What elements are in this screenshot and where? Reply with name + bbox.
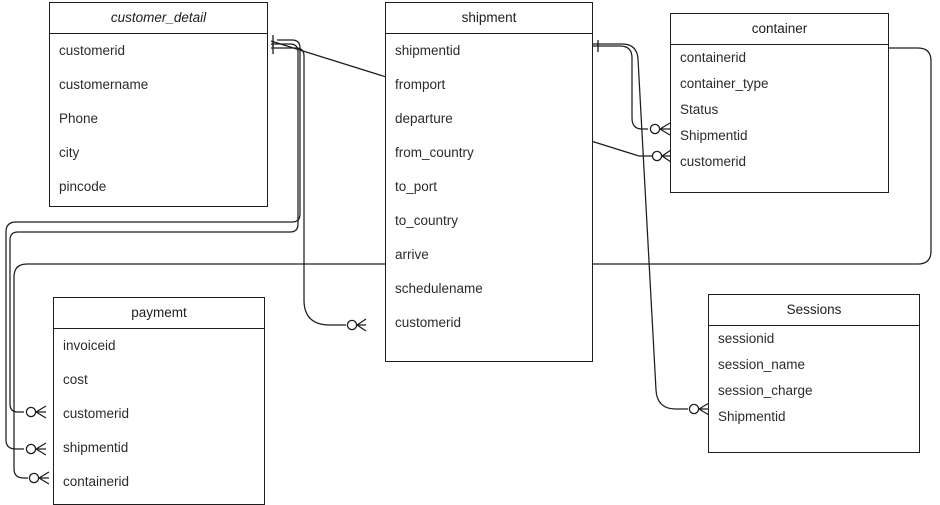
attribute-customer_detail-Phone[interactable]: Phone — [59, 111, 99, 127]
attribute-shipment-customerid[interactable]: customerid — [395, 315, 462, 331]
entity-Sessions[interactable]: Sessions sessionid session_name session_cha… — [708, 294, 920, 453]
attribute-shipment-shipmentid[interactable]: shipmentid — [395, 43, 461, 59]
attribute-customer_detail-customerid[interactable]: customerid — [59, 43, 126, 59]
entity-title-shipment: shipment — [386, 3, 592, 34]
entity-title-container: container — [671, 14, 888, 45]
attribute-shipment-to_port[interactable]: to_port — [395, 179, 438, 195]
attribute-container-customerid[interactable]: customerid — [680, 154, 747, 170]
attribute-shipment-departure[interactable]: departure — [395, 111, 453, 127]
attribute-customer_detail-pincode[interactable]: pincode — [59, 179, 107, 195]
attribute-container-Status[interactable]: Status — [680, 102, 719, 118]
attribute-shipment-fromport[interactable]: fromport — [395, 77, 446, 93]
attribute-paymemt-containerid[interactable]: containerid — [63, 474, 130, 490]
connector-customer-detail-to-shipment-customerid — [271, 42, 367, 332]
attribute-shipment-to_country[interactable]: to_country — [395, 213, 459, 229]
connector-shipment-to-container-shipmentid — [593, 40, 671, 136]
attribute-shipment-schedulename[interactable]: schedulename — [395, 281, 483, 297]
entity-title-customer_detail: customer_detail — [50, 3, 267, 34]
attribute-paymemt-customerid[interactable]: customerid — [63, 406, 130, 422]
attribute-container-containerid[interactable]: containerid — [680, 50, 747, 66]
attribute-paymemt-invoiceid[interactable]: invoiceid — [63, 338, 116, 354]
attribute-container-container_type[interactable]: container_type — [680, 76, 769, 92]
entity-attributes-paymemt: invoiceid cost customerid shipmentid contain… — [54, 329, 264, 499]
entity-shipment[interactable]: shipment shipmentid fromport departure from_… — [385, 2, 593, 362]
entity-paymemt[interactable]: paymemt invoiceid cost customerid shipmentid… — [53, 297, 265, 505]
entity-title-paymemt: paymemt — [54, 298, 264, 329]
attribute-Sessions-session_charge[interactable]: session_charge — [718, 383, 813, 399]
attribute-Sessions-Shipmentid[interactable]: Shipmentid — [718, 409, 786, 425]
attribute-paymemt-cost[interactable]: cost — [63, 372, 88, 388]
attribute-shipment-from_country[interactable]: from_country — [395, 145, 474, 161]
attribute-customer_detail-city[interactable]: city — [59, 145, 80, 161]
entity-title-Sessions: Sessions — [709, 295, 919, 326]
attribute-shipment-arrive[interactable]: arrive — [395, 247, 429, 263]
attribute-Sessions-session_name[interactable]: session_name — [718, 357, 806, 373]
attribute-paymemt-shipmentid[interactable]: shipmentid — [63, 440, 129, 456]
attribute-container-Shipmentid[interactable]: Shipmentid — [680, 128, 748, 144]
attribute-customer_detail-customername[interactable]: customername — [59, 77, 149, 93]
attribute-Sessions-sessionid[interactable]: sessionid — [718, 331, 775, 347]
